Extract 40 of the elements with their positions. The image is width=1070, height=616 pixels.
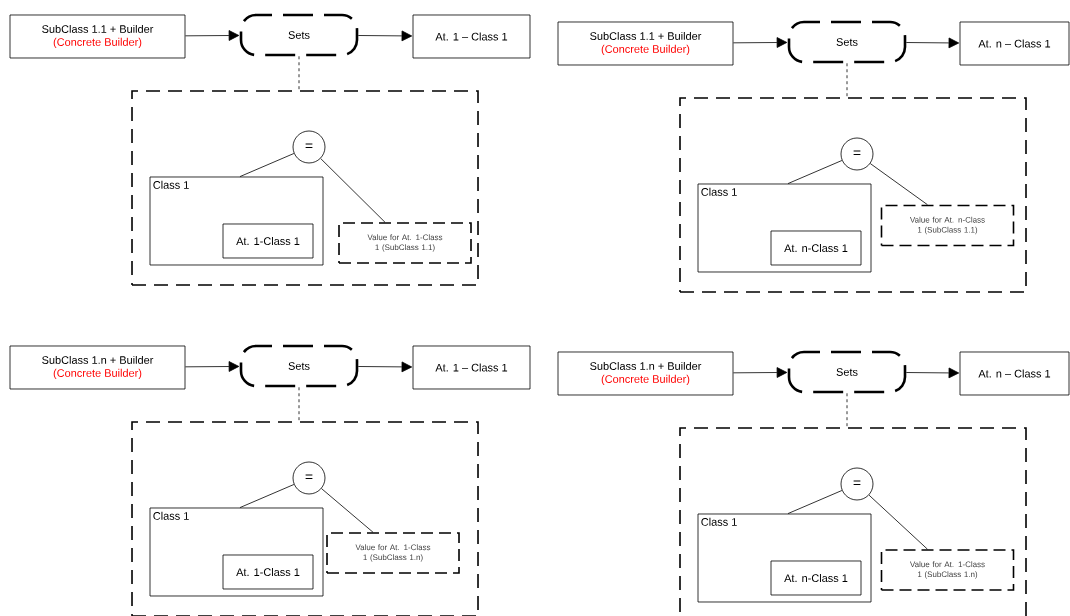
dashed-line xyxy=(846,62,848,98)
group-box xyxy=(679,427,1027,616)
attribute-box: At. 1-Class 1 xyxy=(222,223,314,259)
builder-box: SubClass 1.1 + Builder (Concrete Builder) xyxy=(9,14,186,59)
arrow xyxy=(905,37,960,49)
attribute-box: At. n-Class 1 xyxy=(770,560,862,596)
connector-line xyxy=(239,484,295,508)
group-box xyxy=(131,90,479,286)
group-box xyxy=(679,97,1027,293)
arrow xyxy=(357,361,413,373)
attribute-box: At. 1 – Class 1 xyxy=(412,345,531,390)
connector-line xyxy=(320,158,386,223)
dashed-line xyxy=(846,392,848,428)
connector-line xyxy=(868,494,928,550)
attribute-box: At. n-Class 1 xyxy=(770,230,862,266)
attribute-box: At. n – Class 1 xyxy=(959,21,1070,66)
process-box: Sets xyxy=(239,13,359,57)
connector-line xyxy=(321,488,374,533)
attribute-box: At. 1 – Class 1 xyxy=(412,14,531,59)
arrow xyxy=(905,367,960,379)
attribute-box: At. n – Class 1 xyxy=(959,351,1070,396)
arrow xyxy=(733,367,788,378)
process-box: Sets xyxy=(787,20,907,64)
arrow xyxy=(185,361,240,372)
arrow xyxy=(733,37,788,48)
attribute-box: At. 1-Class 1 xyxy=(222,554,314,590)
arrow xyxy=(357,30,413,42)
dashed-line xyxy=(298,386,300,422)
connector-line xyxy=(239,153,295,177)
connector-line xyxy=(869,163,928,206)
arrow xyxy=(185,30,240,41)
process-box: Sets xyxy=(239,344,359,388)
connector-line xyxy=(787,490,843,514)
process-box: Sets xyxy=(787,350,907,394)
builder-box: SubClass 1.1 + Builder (Concrete Builder) xyxy=(557,21,734,66)
dashed-line xyxy=(298,55,300,91)
group-box xyxy=(131,421,479,616)
builder-box: SubClass 1.n + Builder (Concrete Builder) xyxy=(557,351,734,396)
connector-line xyxy=(787,160,843,184)
builder-box: SubClass 1.n + Builder (Concrete Builder) xyxy=(9,345,186,390)
